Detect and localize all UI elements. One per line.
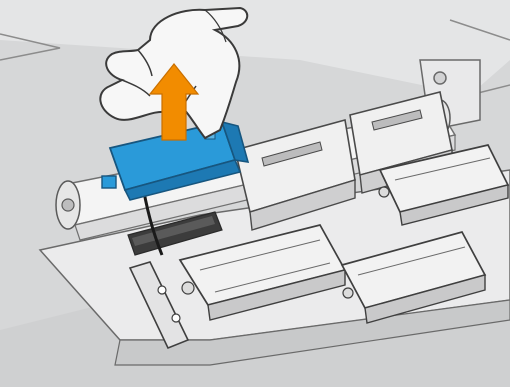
illustration-canvas — [0, 0, 510, 387]
maintenance-illustration — [0, 0, 510, 387]
